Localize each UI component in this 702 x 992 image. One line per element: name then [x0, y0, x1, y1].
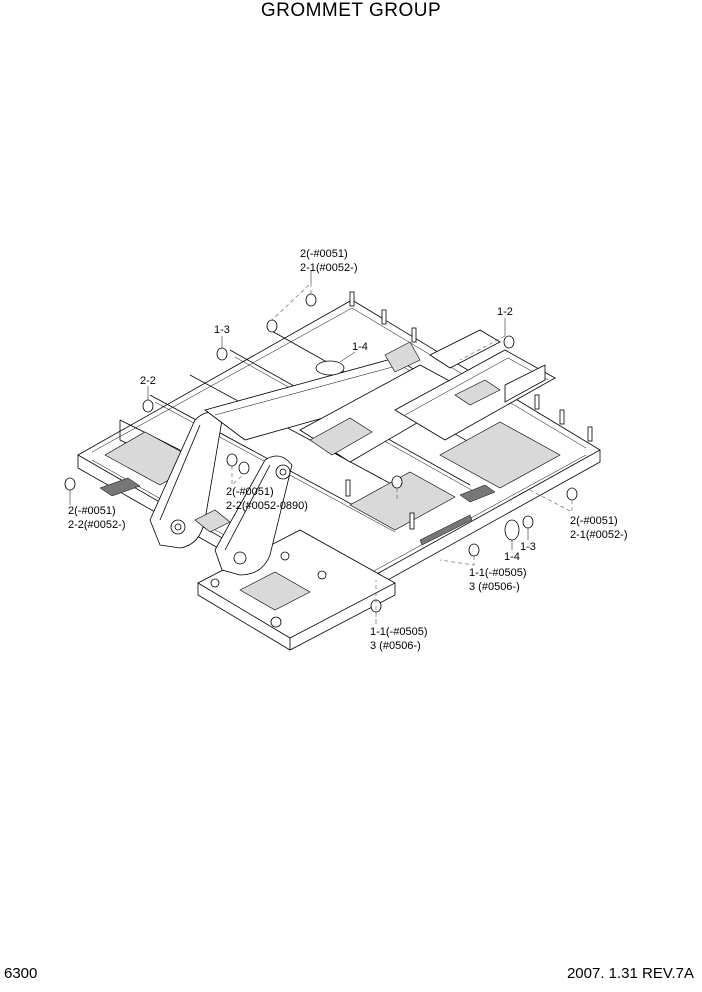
callout-c5-line1: 2-2: [140, 375, 156, 387]
callout-c7-line1: 2(-#0051): [68, 505, 116, 517]
callout-c6-line1: 2(-#0051): [226, 486, 274, 498]
callout-c10-line1: 1-4: [504, 551, 520, 563]
callout-c1-line1: 2(-#0051): [300, 248, 348, 260]
center-beams: [204, 329, 556, 463]
callout-c9-line1: 1-3: [520, 541, 536, 553]
revision-label: 2007. 1.31 REV.7A: [566, 965, 694, 982]
callout-c12-line1: 1-1(-#0505): [370, 626, 427, 638]
callout-c11-line1: 1-1(-#0505): [469, 567, 526, 579]
callout-c2-line1: 1-3: [214, 324, 230, 336]
callout-c8-line1: 2(-#0051): [570, 515, 618, 527]
leader-lines: [69, 270, 573, 625]
callout-c1-line2: 2-1(#0052-): [300, 262, 357, 274]
boom-support: [149, 412, 293, 576]
callout-c11-line2: 3 (#0506-): [469, 581, 520, 593]
callout-c7-line2: 2-2(#0052-): [68, 519, 125, 531]
callout-c8-line2: 2-1(#0052-): [570, 529, 627, 541]
callout-c6-line2: 2-2(#0052-0890): [226, 500, 308, 512]
page-title: GROMMET GROUP: [260, 0, 442, 21]
callout-labels: 2(-#0051) 2-1(#0052-) 1-3 1-4 1-2 2-2 2(…: [68, 248, 627, 652]
callout-c12-line2: 3 (#0506-): [370, 640, 421, 652]
page-number: 6300: [4, 965, 38, 982]
edge-tabs: [345, 291, 593, 546]
lower-frame: [197, 529, 396, 651]
callout-c4-line1: 1-2: [497, 306, 513, 318]
callout-c3-line1: 1-4: [352, 341, 368, 353]
